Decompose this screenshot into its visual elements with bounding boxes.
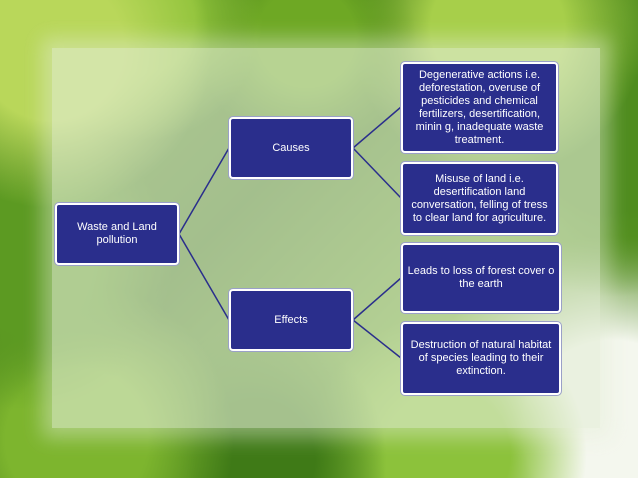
connector-root-causes [178,147,230,235]
effect-leaf-1-text: Leads to loss of forest cover o the eart… [407,265,555,290]
connector-causes-leaf-2 [352,147,402,199]
effect-leaf-forest-cover-loss: Leads to loss of forest cover o the eart… [401,243,561,313]
effects-node-label: Effects [274,313,308,326]
cause-leaf-2-text: Misuse of land i.e. desertification land… [411,172,548,224]
connector-effects-leaf-4 [352,319,402,359]
connector-root-effects [178,233,230,321]
connector-causes-leaf-1 [352,106,402,149]
root-node-label: Waste and Land pollution [77,221,157,246]
effects-node: Effects [229,289,353,351]
causes-node: Causes [229,117,353,179]
root-node: Waste and Land pollution [55,203,179,265]
effect-leaf-habitat-destruction: Destruction of natural habitat of specie… [401,322,561,395]
effect-leaf-2-text: Destruction of natural habitat of specie… [410,339,552,377]
cause-leaf-degenerative-actions: Degenerative actions i.e. deforestation,… [401,62,558,153]
cause-leaf-misuse-of-land: Misuse of land i.e. desertification land… [401,162,558,235]
cause-leaf-1-text: Degenerative actions i.e. deforestation,… [415,68,544,146]
connector-effects-leaf-3 [352,277,402,321]
causes-node-label: Causes [272,141,310,154]
